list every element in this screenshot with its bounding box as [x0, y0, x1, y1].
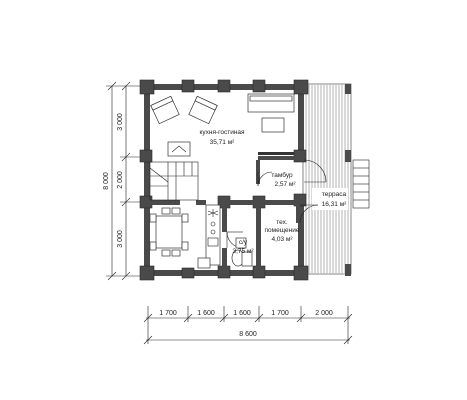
furniture [149, 93, 295, 269]
kitchen-counter [205, 204, 221, 266]
dim-vertical-1: 3 000 [117, 113, 124, 131]
dim-vertical-3: 3 000 [117, 230, 124, 248]
dining-table [155, 215, 183, 249]
room-tech-name-line2: помещение [265, 227, 300, 234]
horizontal-dimensions: 1 700 1 600 1 600 1 700 2 000 8 600 [143, 306, 353, 345]
tv-stand [258, 152, 294, 155]
room-labels: кухня-гостиная 35,71 м² тамбур 2,57 м² т… [199, 129, 347, 255]
dim-horizontal-total: 8 600 [239, 331, 257, 338]
dim-vertical-total: 8 000 [103, 172, 110, 190]
room-vestibule-name: тамбур [271, 171, 293, 179]
room-bathroom-name: с/у [239, 239, 248, 246]
armchair-left [150, 95, 180, 125]
dim-horizontal-2: 1 600 [197, 310, 215, 317]
dim-horizontal-1: 1 700 [159, 310, 177, 317]
room-tech-name-line1: тех. [276, 219, 288, 226]
vertical-dimensions: 8 000 3 000 2 000 3 000 [103, 81, 140, 281]
staircase [149, 161, 199, 201]
room-terrace-name: терраса [322, 191, 347, 198]
coffee-table [261, 117, 285, 133]
room-terrace-area: 16,31 м² [322, 201, 348, 208]
dim-horizontal-4: 1 700 [271, 310, 289, 317]
terrace-deck [302, 83, 352, 275]
room-tech-area: 4,03 м² [271, 236, 293, 243]
sink [235, 237, 247, 249]
doors [226, 159, 370, 249]
room-vestibule-area: 2,57 м² [274, 181, 296, 188]
dim-horizontal-5: 2 000 [315, 310, 333, 317]
fireplace [167, 141, 191, 157]
dim-vertical-2: 2 000 [117, 171, 124, 189]
room-bathroom-area: 3,75 м² [232, 248, 254, 255]
armchair-right [188, 95, 218, 125]
dim-horizontal-3: 1 600 [233, 310, 251, 317]
terrace-label-backdrop [312, 188, 348, 210]
room-kitchen-living-name: кухня-гостиная [199, 129, 245, 136]
log-ends [139, 79, 309, 281]
room-kitchen-living-area: 35,71 м² [210, 139, 236, 146]
